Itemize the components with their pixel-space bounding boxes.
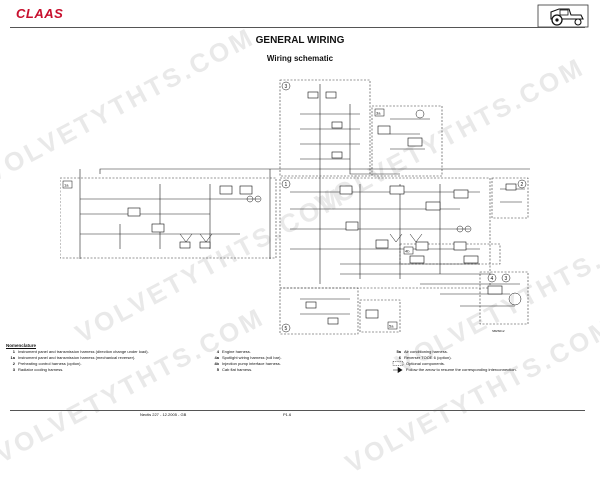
svg-text:SBZ6012: SBZ6012 xyxy=(492,329,505,333)
svg-text:4: 4 xyxy=(491,276,494,282)
page-number: P1.6 xyxy=(283,412,292,417)
svg-text:1: 1 xyxy=(285,182,288,188)
list-item: Follow the arrow to resume the correspon… xyxy=(392,366,517,374)
page-title: GENERAL WIRING xyxy=(255,35,345,46)
tractor-icon xyxy=(537,4,589,28)
svg-text:5: 5 xyxy=(285,326,288,332)
optional-components-icon xyxy=(392,361,404,367)
svg-text:5a: 5a xyxy=(389,324,394,329)
zone-label-3: 3 xyxy=(285,84,288,90)
zone-3a-outline xyxy=(371,105,443,177)
footer-reference: Nectis 227 - 12.2005 - GB xyxy=(140,412,187,417)
interconnection-arrow-icon xyxy=(393,366,403,374)
header-rule xyxy=(10,27,585,28)
svg-text:1a: 1a xyxy=(64,183,69,188)
brand-logo: CLAAS xyxy=(16,6,64,21)
zone-4-outline xyxy=(479,271,529,325)
svg-text:3a: 3a xyxy=(376,111,381,116)
zone-5a-outline xyxy=(359,299,401,333)
zone-5-outline xyxy=(279,287,359,335)
watermark: VOLVETYTHTS.COM xyxy=(340,311,600,479)
zone-3-outline xyxy=(279,79,371,177)
svg-text:4b: 4b xyxy=(405,249,410,254)
list-item: Optional components. xyxy=(392,361,445,367)
wiring-schematic: 3 3a 1a 1 2 5 5a 4b 4 3 SBZ6012 xyxy=(60,79,530,335)
zone-1a-outline xyxy=(60,177,277,259)
svg-text:3: 3 xyxy=(505,276,508,282)
footer-rule xyxy=(10,410,585,411)
page-subtitle: Wiring schematic xyxy=(266,54,334,63)
svg-text:2: 2 xyxy=(521,182,524,188)
zone-2-outline xyxy=(491,177,529,219)
zone-1-outline xyxy=(279,177,491,289)
nomenclature-heading: Nomenclature xyxy=(6,343,37,348)
